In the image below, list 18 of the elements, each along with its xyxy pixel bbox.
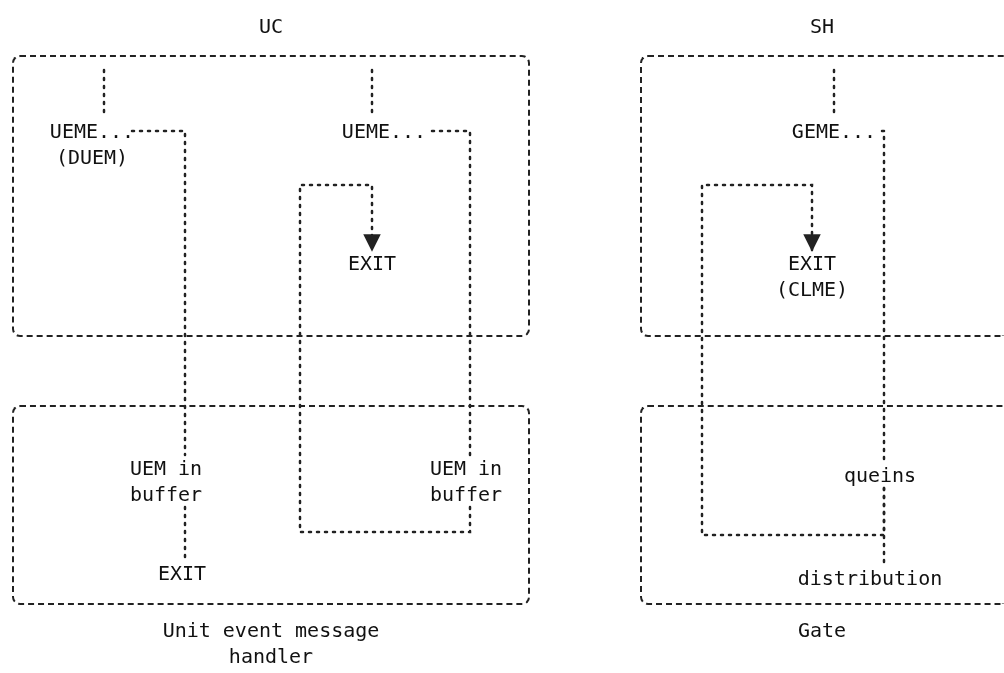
step-label: UEME...: [336, 118, 432, 144]
step-label: GEME...: [786, 118, 882, 144]
dotted-line: [130, 129, 187, 457]
frame-title: Gate: [796, 617, 848, 643]
frame-title: UC: [257, 13, 285, 39]
step-label: UEME... (DUEM): [44, 118, 140, 170]
step-label: EXIT: [150, 560, 214, 586]
frame-title: SH: [808, 13, 836, 39]
step-label: EXIT (CLME): [764, 250, 860, 302]
step-label: EXIT: [340, 250, 404, 276]
frame-title: Unit event message handler: [161, 617, 381, 669]
step-label: queins: [838, 462, 922, 488]
dotted-arrow: [298, 183, 472, 534]
dotted-arrow: [700, 183, 886, 537]
step-label: distribution: [790, 565, 950, 591]
dotted-line: [430, 129, 472, 457]
step-label: UEM in buffer: [418, 455, 514, 507]
step-label: UEM in buffer: [118, 455, 214, 507]
